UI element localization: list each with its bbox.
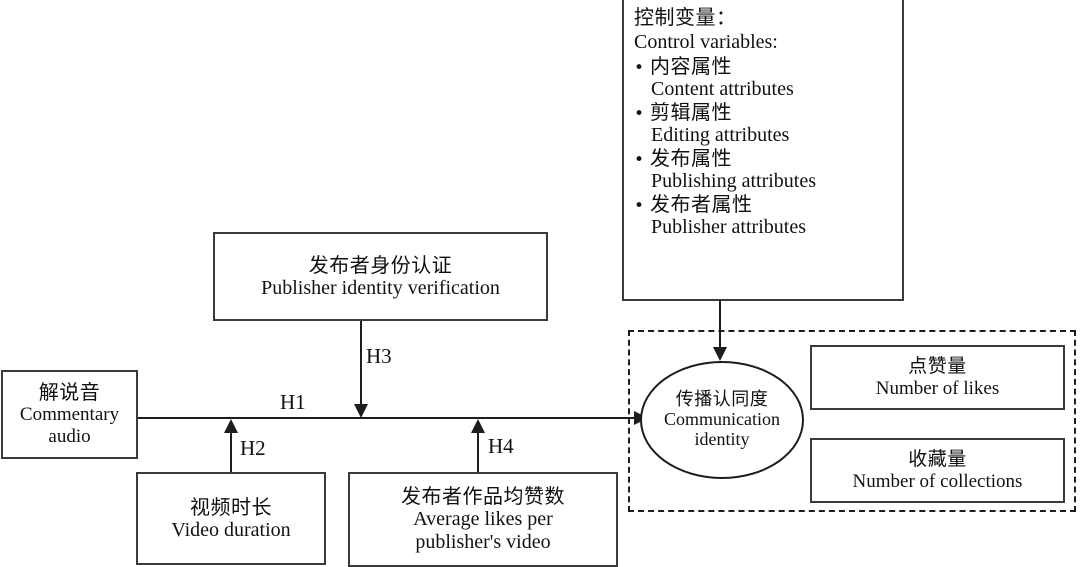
number-of-likes-box: 点赞量 Number of likes (810, 345, 1065, 410)
h1-label: H1 (280, 390, 306, 414)
control-variable-label-en: Content attributes (651, 78, 794, 100)
node-label-en-line2: audio (48, 426, 91, 447)
h4-arrowhead-icon (471, 419, 485, 433)
control-variable-item: • 发布者属性 Publisher attributes (634, 193, 902, 239)
node-label-cn: 视频时长 (190, 494, 272, 519)
control-variable-item: • 内容属性 Content attributes (634, 55, 902, 101)
h3-arrowhead-icon (354, 404, 368, 418)
node-label-en-line2: publisher's video (415, 531, 551, 553)
bullet-icon: • (634, 150, 645, 170)
control-variables-connector-line (719, 300, 721, 350)
average-likes-per-video-box: 发布者作品均赞数 Average likes per publisher's v… (348, 472, 618, 567)
node-label-en-line1: Communication (664, 409, 780, 430)
control-variables-heading-en: Control variables: (634, 31, 778, 53)
h4-label: H4 (488, 434, 514, 458)
node-label-en: Number of likes (875, 377, 1000, 399)
node-label-cn: 发布者身份认证 (308, 252, 453, 277)
h3-connector-line (360, 321, 362, 405)
control-variable-label-en: Editing attributes (651, 124, 790, 146)
control-variables-heading-cn: 控制变量： (634, 5, 737, 29)
bullet-icon: • (634, 58, 645, 78)
node-label-en: Number of collections (852, 470, 1023, 492)
control-variable-label-cn: 发布属性 (650, 146, 733, 170)
control-variable-item: • 发布属性 Publishing attributes (634, 147, 902, 193)
publisher-identity-verification-box: 发布者身份认证 Publisher identity verification (213, 232, 548, 321)
node-label-cn: 传播认同度 (675, 389, 769, 411)
commentary-audio-box: 解说音 Commentary audio (1, 370, 138, 459)
node-label-cn: 发布者作品均赞数 (401, 484, 565, 508)
bullet-icon: • (634, 104, 645, 124)
node-label-en: Video duration (171, 518, 291, 541)
control-variable-label-en: Publishing attributes (651, 170, 816, 192)
node-label-cn: 解说音 (38, 380, 101, 405)
control-variable-label-en: Publisher attributes (651, 216, 806, 238)
control-variables-arrowhead-icon (713, 347, 727, 361)
control-variable-item: • 剪辑属性 Editing attributes (634, 101, 902, 147)
h3-label: H3 (366, 344, 392, 368)
number-of-collections-box: 收藏量 Number of collections (810, 438, 1065, 503)
control-variable-label-cn: 发布者属性 (650, 192, 753, 216)
h2-connector-line (230, 432, 232, 473)
h1-connector-line (138, 417, 642, 419)
control-variable-label-cn: 内容属性 (650, 54, 733, 78)
control-variables-box: 控制变量： Control variables: • 内容属性 Content … (622, 0, 904, 301)
control-variable-label-cn: 剪辑属性 (650, 100, 733, 124)
h2-arrowhead-icon (224, 419, 238, 433)
bullet-icon: • (634, 196, 645, 216)
node-label-cn: 收藏量 (908, 447, 967, 470)
video-duration-box: 视频时长 Video duration (136, 472, 326, 565)
node-label-en-line1: Average likes per (413, 508, 553, 530)
node-label-en-line1: Commentary (19, 404, 120, 426)
communication-identity-ellipse: 传播认同度 Communication identity (640, 361, 804, 479)
node-label-en-line2: identity (694, 428, 750, 449)
outcome-group-dashed-container (628, 330, 1076, 512)
node-label-cn: 点赞量 (908, 354, 967, 377)
node-label-en: Publisher identity verification (261, 276, 500, 299)
h2-label: H2 (240, 436, 266, 460)
h4-connector-line (477, 432, 479, 473)
